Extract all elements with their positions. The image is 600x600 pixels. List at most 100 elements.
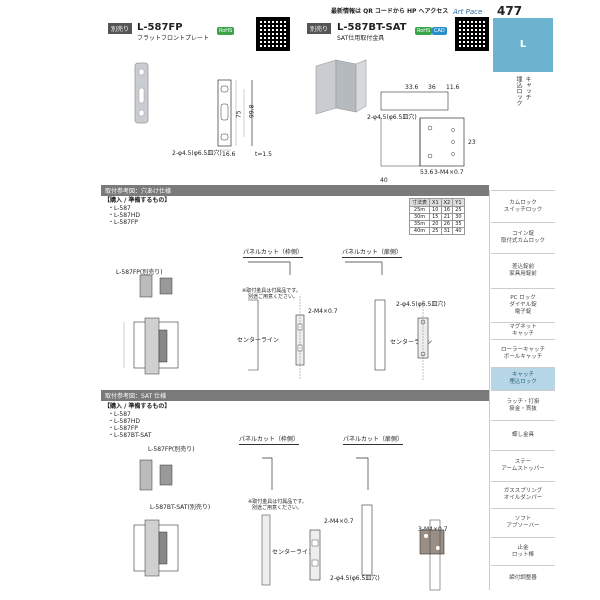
sidebar-divider xyxy=(489,190,490,590)
sidebar-category-label: スイッチロック xyxy=(503,206,543,213)
dim-label: 40 xyxy=(380,177,388,184)
sidebar-category-label: PC ロック xyxy=(510,295,536,302)
product-tag: 別売り xyxy=(108,23,133,34)
required-heading: 【購入 / 準備するもの】 xyxy=(104,197,171,204)
table-cell: 25 xyxy=(429,227,442,235)
dim-label: 2-φ4.5(φ6.5皿穴) xyxy=(367,114,417,121)
table-cell: 40 xyxy=(452,227,465,235)
sidebar-category-label: 電子錠 xyxy=(514,308,532,315)
centerline-label: センターライン xyxy=(272,549,315,556)
qr-code[interactable] xyxy=(455,17,489,51)
m4-label: 2-M4×0.7 xyxy=(308,308,338,315)
qr-code[interactable] xyxy=(256,17,290,51)
required-item: ・L-587HD xyxy=(108,212,140,219)
dimension-table: 寸法表 X1 X2 Y1 25m 10 16 25 30m 15 21 30 3… xyxy=(408,198,465,235)
sidebar-category-item[interactable]: キャッチ埋込ロック xyxy=(491,367,555,390)
required-item: ・L-587FP xyxy=(108,219,138,226)
product-subtitle: SAT仕用取付金具 xyxy=(337,35,385,42)
required-heading: 【購入 / 準備するもの】 xyxy=(104,403,171,410)
sidebar-category-label: 蝶し金具 xyxy=(511,432,534,439)
fp-label: L-587FP(別売り) xyxy=(148,446,195,453)
product-subtitle: フラットフロントプレート xyxy=(137,35,210,42)
rohs-badge: RoHS xyxy=(415,27,433,35)
panel-cut-frame-title: パネルカット（枠側） xyxy=(239,436,299,445)
required-item: ・L-587 xyxy=(108,411,131,418)
panel-cut-door-title: パネルカット（扉側） xyxy=(342,249,402,258)
sidebar-category-label: カムロック xyxy=(509,199,537,206)
sidebar-category-item[interactable]: ソフトアブソーバー xyxy=(491,508,555,537)
sidebar-category-label: ローラーキャッチ xyxy=(500,346,545,353)
sat-label: L-587BT-SAT(別売り) xyxy=(150,504,211,511)
sidebar-category-item[interactable]: PC ロックダイヤル錠電子錠 xyxy=(491,288,555,322)
sidebar-category-item[interactable]: カムロックスイッチロック xyxy=(491,190,555,222)
m4-label: 2-M4×0.7 xyxy=(324,518,354,525)
sidebar-category-label: オイルダンパー xyxy=(503,495,543,501)
category-letter: L xyxy=(493,18,553,72)
brand-logo: Art Pace xyxy=(453,8,483,16)
category-label: キャッチ埋込ロック xyxy=(515,76,531,106)
table-row: 40m 25 31 40 xyxy=(408,227,465,235)
sidebar-category-label: マグネット xyxy=(509,324,537,331)
dim-label: 33.6 xyxy=(405,84,419,91)
sidebar-category-label: ガススプリング xyxy=(503,488,543,495)
hole-label: 2-φ4.5(φ6.5皿穴) xyxy=(396,301,446,308)
sidebar-category-label: 締付調整器 xyxy=(509,575,537,582)
sidebar-category-item[interactable]: ローラーキャッチボールキャッチ xyxy=(491,339,555,367)
sidebar-category-label: 取付式カムロック xyxy=(500,238,545,244)
category-sidebar-top: L キャッチ埋込ロック xyxy=(493,18,553,190)
dim-label: 36 xyxy=(428,84,436,91)
dim-label: 16.6 xyxy=(222,151,236,158)
sidebar-category-label: ソフト xyxy=(514,516,532,523)
section-title: 取付参考図：穴あけ仕様 xyxy=(101,185,489,196)
table-header-row: 寸法表 X1 X2 Y1 xyxy=(408,198,465,207)
product-model: L-587FP xyxy=(137,22,183,33)
centerline-label: センターライン xyxy=(390,339,433,346)
sidebar-category-label: コイン錠 xyxy=(511,231,534,238)
required-item: ・L-587BT-SAT xyxy=(108,432,152,439)
sidebar-category-item[interactable]: 蝶し金具 xyxy=(491,420,555,450)
required-item: ・L-587HD xyxy=(108,418,140,425)
product-tag: 別売り xyxy=(307,23,332,34)
section-title: 取付参考図：SAT 仕様 xyxy=(101,390,489,401)
sidebar-category-label: ボールキャッチ xyxy=(503,353,543,360)
dim-label: 23 xyxy=(468,139,476,146)
sidebar-category-label: アームストッパー xyxy=(501,466,545,472)
sidebar-category-item[interactable]: ガススプリングオイルダンパー xyxy=(491,481,555,508)
dim-label: 3-M4×0.7 xyxy=(434,169,464,176)
product-model: L-587BT-SAT xyxy=(337,22,407,33)
sidebar-category-item[interactable]: 締付調整器 xyxy=(491,565,555,591)
sidebar-category-label: ダイヤル錠 xyxy=(509,302,537,309)
sidebar-category-item[interactable]: マグネットキャッチ xyxy=(491,322,555,339)
qr-notice: 最新情報は QR コードから HP へアクセス xyxy=(331,8,449,15)
sidebar-category-item[interactable]: ラッチ・打掛掛金・貫抜 xyxy=(491,390,555,420)
sidebar-category-label: 止金 xyxy=(517,544,529,551)
sidebar-category-item[interactable]: 差込錠前家具用錠前 xyxy=(491,253,555,288)
sidebar-category-item[interactable]: ステーアームストッパー xyxy=(491,450,555,481)
hole-label: 2-φ4.5(φ6.5皿穴) xyxy=(330,575,380,582)
sidebar-category-item[interactable]: コイン錠取付式カムロック xyxy=(491,222,555,253)
m4-label: 3-M4×0.7 xyxy=(418,526,448,533)
note: 別途ご用意ください。 xyxy=(248,294,299,300)
required-item: ・L-587 xyxy=(108,205,131,212)
sidebar-category-item[interactable]: 止金ロット棒 xyxy=(491,537,555,565)
dim-label: 2-φ4.5(φ6.5皿穴) xyxy=(172,150,222,157)
sidebar-category-label: 掛金・貫抜 xyxy=(509,405,537,412)
note: 別途ご用意ください。 xyxy=(252,505,303,511)
sidebar-category-label: 家具用錠前 xyxy=(509,271,537,277)
page-number: 477 xyxy=(497,4,523,18)
sidebar-category-label: ラッチ・打掛 xyxy=(506,398,540,405)
sidebar-category-label: ステー xyxy=(514,459,532,466)
sidebar-category-label: 埋込ロック xyxy=(509,379,537,385)
panel-cut-door-title: パネルカット（扉側） xyxy=(343,436,403,445)
sidebar-category-label: ロット棒 xyxy=(511,551,534,558)
sidebar-category-label: 差込錠前 xyxy=(511,264,534,271)
rohs-badge: RoHS xyxy=(217,27,235,35)
dim-label: 11.6 xyxy=(446,84,460,91)
dim-label: 53.6 xyxy=(420,169,434,176)
table-cell: 40m xyxy=(408,227,431,235)
sidebar-category-label: キャッチ xyxy=(511,331,534,337)
dim-label: t=1.5 xyxy=(255,151,272,158)
sidebar-category-label: アブソーバー xyxy=(506,523,540,529)
